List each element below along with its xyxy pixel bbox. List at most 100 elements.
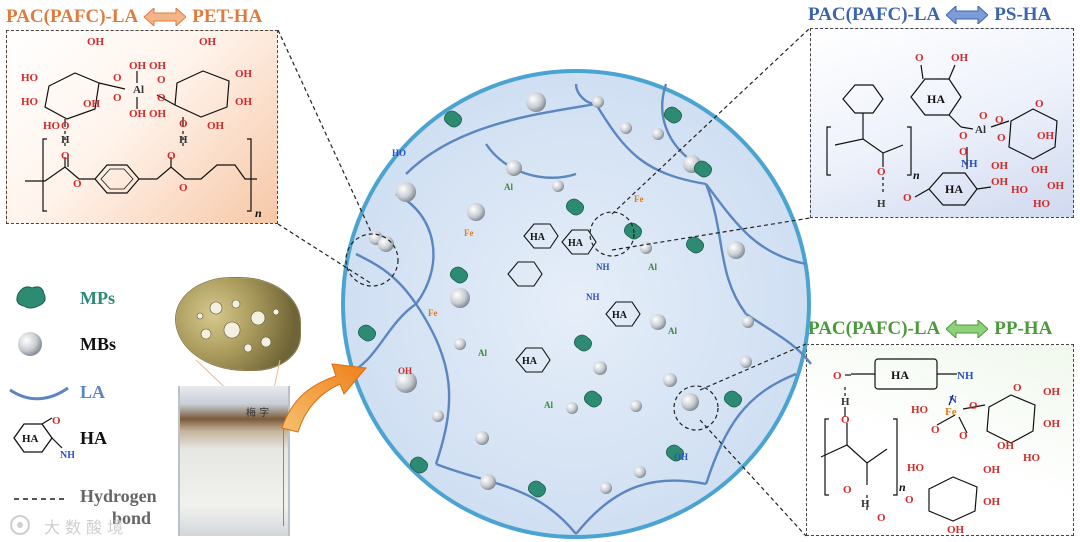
atom-O: O — [979, 110, 988, 122]
atom-HO: HO — [21, 96, 39, 108]
ha-ring-label: HA — [22, 433, 39, 445]
hbond-legend-label-line1: Hydrogen — [80, 486, 157, 506]
repeat-subscript: n — [255, 206, 262, 220]
ps-panel-title: PAC(PAFC)-LA PS-HA — [808, 4, 1051, 26]
microbubble — [432, 410, 444, 422]
atom-N: N — [949, 394, 957, 406]
watermark-text: 大 数 酸 境 — [44, 518, 124, 537]
microbubble — [395, 371, 417, 393]
highlight-circle — [673, 385, 719, 431]
atom-H: H — [861, 498, 870, 510]
microbubble — [552, 180, 564, 192]
microplastic-particle — [584, 390, 602, 408]
beaker-photo: 梅 字 — [178, 386, 290, 536]
atom-O: O — [843, 484, 852, 496]
atom-HO: HO — [1033, 198, 1051, 210]
mb-legend-icon — [18, 332, 42, 356]
repeat-subscript: n — [913, 168, 920, 182]
microbubble — [630, 400, 642, 412]
microplastic-particle — [358, 324, 376, 342]
mps-legend-label: MPs — [80, 288, 115, 308]
atom-HO: HO — [907, 462, 925, 474]
atom-HO: HO — [21, 72, 39, 84]
atom-OH: OH — [1037, 130, 1055, 142]
double-arrow-icon — [144, 8, 187, 26]
atom-OH: OH — [991, 176, 1009, 188]
double-arrow-icon — [946, 320, 989, 338]
atom-OH: OH — [1047, 180, 1065, 192]
atom-O: O — [995, 114, 1004, 126]
beaker-scale — [275, 426, 284, 526]
pet-structure-panel: OH OH OH OH O O Al O O OH OH HO HO OH HO… — [6, 30, 278, 224]
microbubble — [454, 338, 466, 350]
atom-O: O — [167, 150, 176, 162]
atom-NH: NH — [961, 158, 978, 170]
atom-OH: OH — [235, 68, 253, 80]
atom-OH: OH — [951, 52, 969, 64]
microbubble — [650, 314, 666, 330]
microplastic-particle — [666, 444, 684, 462]
ha-legend-label: HA — [80, 428, 107, 448]
microbubble — [526, 92, 546, 112]
atom-O: O — [113, 72, 122, 84]
atom-Al: Al — [133, 84, 144, 96]
microbubble — [475, 431, 489, 445]
pp-title-right: PP-HA — [994, 318, 1053, 339]
microbubble — [467, 203, 485, 221]
atom-O: O — [833, 370, 842, 382]
ha-legend-icon: HA O NH — [13, 415, 74, 461]
atom-OH: OH — [1043, 418, 1061, 430]
microbubble — [727, 241, 745, 259]
atom-OH: OH — [87, 36, 105, 48]
atom-Al: Al — [544, 400, 553, 410]
microbubble — [640, 242, 652, 254]
microbubble — [620, 122, 632, 134]
pet-structure-svg: OH OH OH OH O O Al O O OH OH HO HO OH HO… — [21, 36, 262, 220]
ps-title-right: PS-HA — [994, 4, 1052, 25]
microbubble — [378, 236, 394, 252]
atom-NH: NH — [60, 450, 74, 461]
microplastic-particle — [444, 110, 462, 128]
atom-O: O — [179, 118, 188, 130]
microbubble — [600, 482, 612, 494]
ha-molecule — [507, 261, 543, 287]
atom-OH: OH — [129, 108, 147, 120]
mbs-legend-label: MBs — [80, 334, 116, 354]
ps-structure-svg: O OH HA O Al O O O O NH O OH OH OH HO OH… — [826, 52, 1065, 210]
floc-bubbles — [196, 299, 280, 353]
atom-OH: OH — [674, 452, 688, 462]
ha-ring-label: HA — [945, 182, 963, 196]
atom-H: H — [841, 396, 850, 408]
atom-NH: NH — [586, 292, 600, 302]
atom-Fe: Fe — [634, 194, 644, 204]
hbond-legend-icon — [14, 498, 66, 500]
microbubble — [450, 288, 470, 308]
ha-molecule — [515, 347, 551, 373]
atom-OH: OH — [83, 98, 101, 110]
atom-O: O — [915, 52, 924, 64]
ha-ring-label: HA — [891, 368, 909, 382]
atom-OH: OH — [199, 36, 217, 48]
atom-O: O — [61, 150, 70, 162]
hbond-legend-label-line2: bond — [112, 508, 152, 528]
pp-structure-svg: O HA NH N H O HO Fe O O O OH O OH OH HO … — [820, 358, 1061, 536]
repeat-subscript: n — [899, 480, 906, 494]
microbubble — [592, 96, 604, 108]
atom-O: O — [969, 400, 978, 412]
atom-O: O — [52, 415, 61, 427]
atom-O: O — [959, 146, 968, 158]
pp-panel-title: PAC(PAFC)-LA PP-HA — [808, 318, 1052, 340]
microplastic-particle — [724, 390, 742, 408]
microbubble — [742, 316, 754, 328]
pp-structure-panel: O HA NH N H O HO Fe O O O OH O OH OH HO … — [806, 344, 1074, 536]
microbubble — [681, 393, 699, 411]
atom-Fe: Fe — [464, 228, 474, 238]
atom-HO: HO — [1023, 452, 1041, 464]
ps-title-left: PAC(PAFC)-LA — [808, 4, 941, 25]
legend: MPs MBs LA HA O NH HA Hydrogen bond — [8, 278, 178, 540]
atom-OH: OH — [235, 96, 253, 108]
ha-molecule — [561, 229, 597, 255]
atom-OH: OH — [149, 60, 167, 72]
atom-OH: OH — [1031, 164, 1049, 176]
pp-title-left: PAC(PAFC)-LA — [808, 318, 941, 339]
